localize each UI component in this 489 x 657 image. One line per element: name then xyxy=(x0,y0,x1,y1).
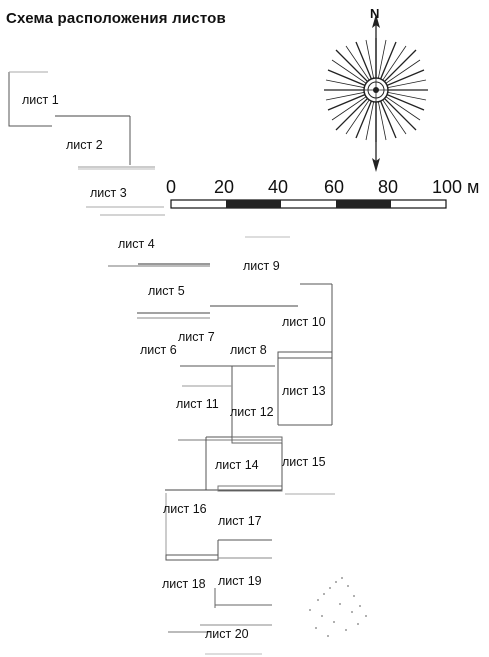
scale-tick-label: 100 м xyxy=(432,177,480,197)
sheet-label-5: лист 5 xyxy=(148,284,185,298)
sheet-label-1: лист 1 xyxy=(22,93,59,107)
sheet-4-5-frame xyxy=(108,263,298,319)
scale-tick-label: 40 xyxy=(268,177,289,197)
sheet-label-12: лист 12 xyxy=(230,405,274,419)
sheet-label-6: лист 6 xyxy=(140,343,177,357)
scale-tick-label: 80 xyxy=(378,177,399,197)
compass-rose-icon xyxy=(324,14,428,172)
sheet-label-18: лист 18 xyxy=(162,577,206,591)
sheet-16-17-frame xyxy=(165,493,272,561)
sheet-label-2: лист 2 xyxy=(66,138,103,152)
sheet-18-19-20-frame xyxy=(168,588,272,655)
sheet-14-15-frame xyxy=(165,436,335,495)
sheet-label-14: лист 14 xyxy=(215,458,259,472)
decorative-stipple xyxy=(309,577,367,637)
sheet-label-17: лист 17 xyxy=(218,514,262,528)
sheet-2-3-frame xyxy=(78,166,165,216)
sheet-label-13: лист 13 xyxy=(282,384,326,398)
sheet-label-9: лист 9 xyxy=(243,259,280,273)
sheet-label-4: лист 4 xyxy=(118,237,155,251)
sheet-label-8: лист 8 xyxy=(230,343,267,357)
sheet-6-7-11-12-frame xyxy=(178,365,283,444)
compass-north-label: N xyxy=(370,6,380,21)
sheet-8-9-10-frame xyxy=(245,236,333,426)
sheet-label-10: лист 10 xyxy=(282,315,326,329)
map-title: Схема расположения листов xyxy=(6,10,226,27)
sheet-label-16: лист 16 xyxy=(163,502,207,516)
scale-tick-label: 0 xyxy=(166,177,177,197)
sheet-label-15: лист 15 xyxy=(282,455,326,469)
sheet-label-3: лист 3 xyxy=(90,186,127,200)
sheet-label-7: лист 7 xyxy=(178,330,215,344)
scale-tick-label: 20 xyxy=(214,177,235,197)
sheet-label-11: лист 11 xyxy=(176,397,219,411)
sheet-1-frame xyxy=(8,71,131,165)
sheet-label-20: лист 20 xyxy=(205,627,249,641)
sheet-label-19: лист 19 xyxy=(218,574,262,588)
scale-tick-label: 60 xyxy=(324,177,345,197)
scale-bar xyxy=(170,199,447,209)
